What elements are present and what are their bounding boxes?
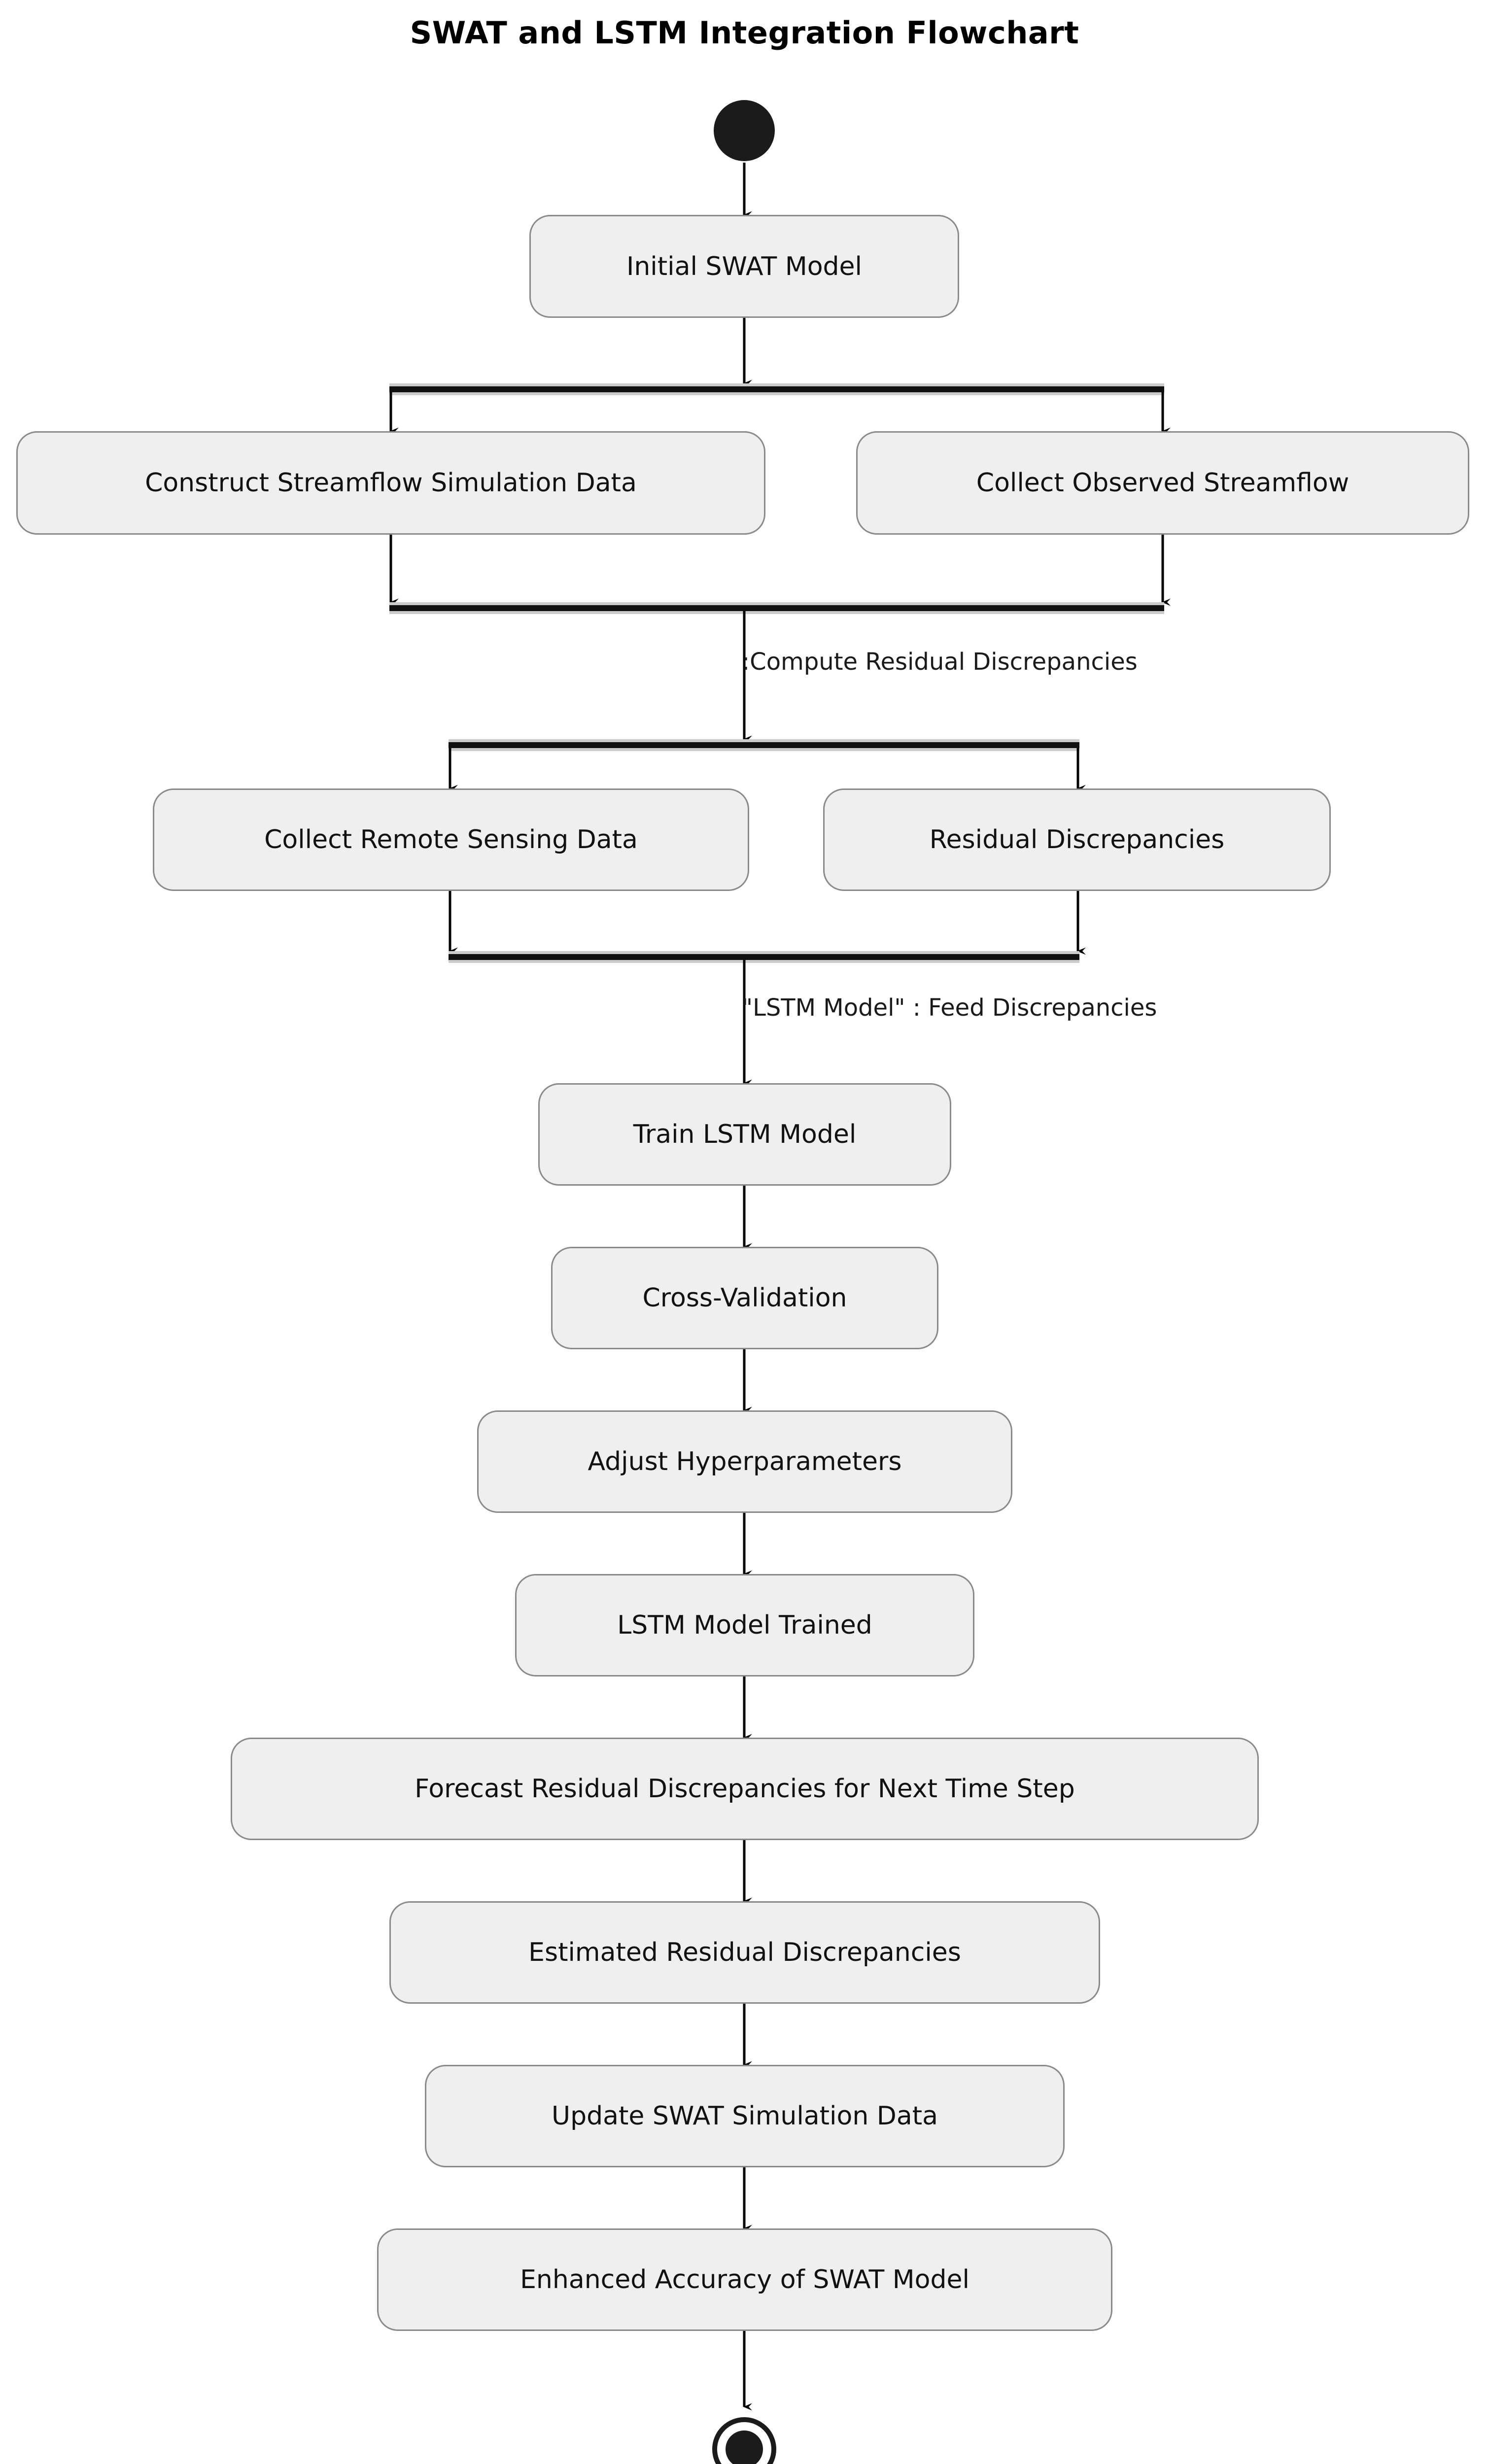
node-construct-streamflow-simulation-data[interactable]: Construct Streamflow Simulation Data: [16, 431, 765, 535]
node-label: Forecast Residual Discrepancies for Next…: [415, 1774, 1075, 1804]
start-node-circle: [714, 100, 775, 161]
node-label: Construct Streamflow Simulation Data: [145, 468, 637, 498]
node-estimated-residual-discrepancies[interactable]: Estimated Residual Discrepancies: [389, 1901, 1100, 2004]
node-label: Collect Observed Streamflow: [976, 468, 1350, 498]
node-label: Train LSTM Model: [633, 1120, 857, 1149]
edge-label-compute-residual-discrepancies: :Compute Residual Discrepancies: [742, 648, 1138, 676]
node-label: Collect Remote Sensing Data: [264, 825, 638, 855]
node-label: Estimated Residual Discrepancies: [528, 1938, 961, 1967]
node-label: Enhanced Accuracy of SWAT Model: [520, 2265, 970, 2294]
node-label: Update SWAT Simulation Data: [552, 2101, 938, 2131]
node-update-swat-simulation-data[interactable]: Update SWAT Simulation Data: [425, 2065, 1065, 2167]
page-title: SWAT and LSTM Integration Flowchart: [410, 15, 1079, 51]
node-label: Adjust Hyperparameters: [588, 1447, 902, 1476]
edge-label-feed-discrepancies: "LSTM Model" : Feed Discrepancies: [742, 994, 1157, 1022]
node-initial-swat-model[interactable]: Initial SWAT Model: [529, 215, 959, 318]
node-cross-validation[interactable]: Cross-Validation: [551, 1247, 938, 1349]
node-adjust-hyperparameters[interactable]: Adjust Hyperparameters: [477, 1410, 1012, 1513]
node-label: Cross-Validation: [642, 1283, 847, 1313]
node-label: Residual Discrepancies: [929, 825, 1225, 855]
end-node-core: [726, 2430, 763, 2464]
node-label: LSTM Model Trained: [617, 1610, 872, 1640]
node-enhanced-accuracy-of-swat-model[interactable]: Enhanced Accuracy of SWAT Model: [377, 2228, 1112, 2331]
node-collect-remote-sensing-data[interactable]: Collect Remote Sensing Data: [153, 788, 749, 891]
node-forecast-residual-discrepancies[interactable]: Forecast Residual Discrepancies for Next…: [231, 1738, 1259, 1840]
node-label: Initial SWAT Model: [626, 251, 862, 281]
node-residual-discrepancies[interactable]: Residual Discrepancies: [823, 788, 1331, 891]
node-collect-observed-streamflow[interactable]: Collect Observed Streamflow: [856, 431, 1469, 535]
node-train-lstm-model[interactable]: Train LSTM Model: [538, 1083, 951, 1186]
node-lstm-model-trained[interactable]: LSTM Model Trained: [515, 1574, 974, 1677]
